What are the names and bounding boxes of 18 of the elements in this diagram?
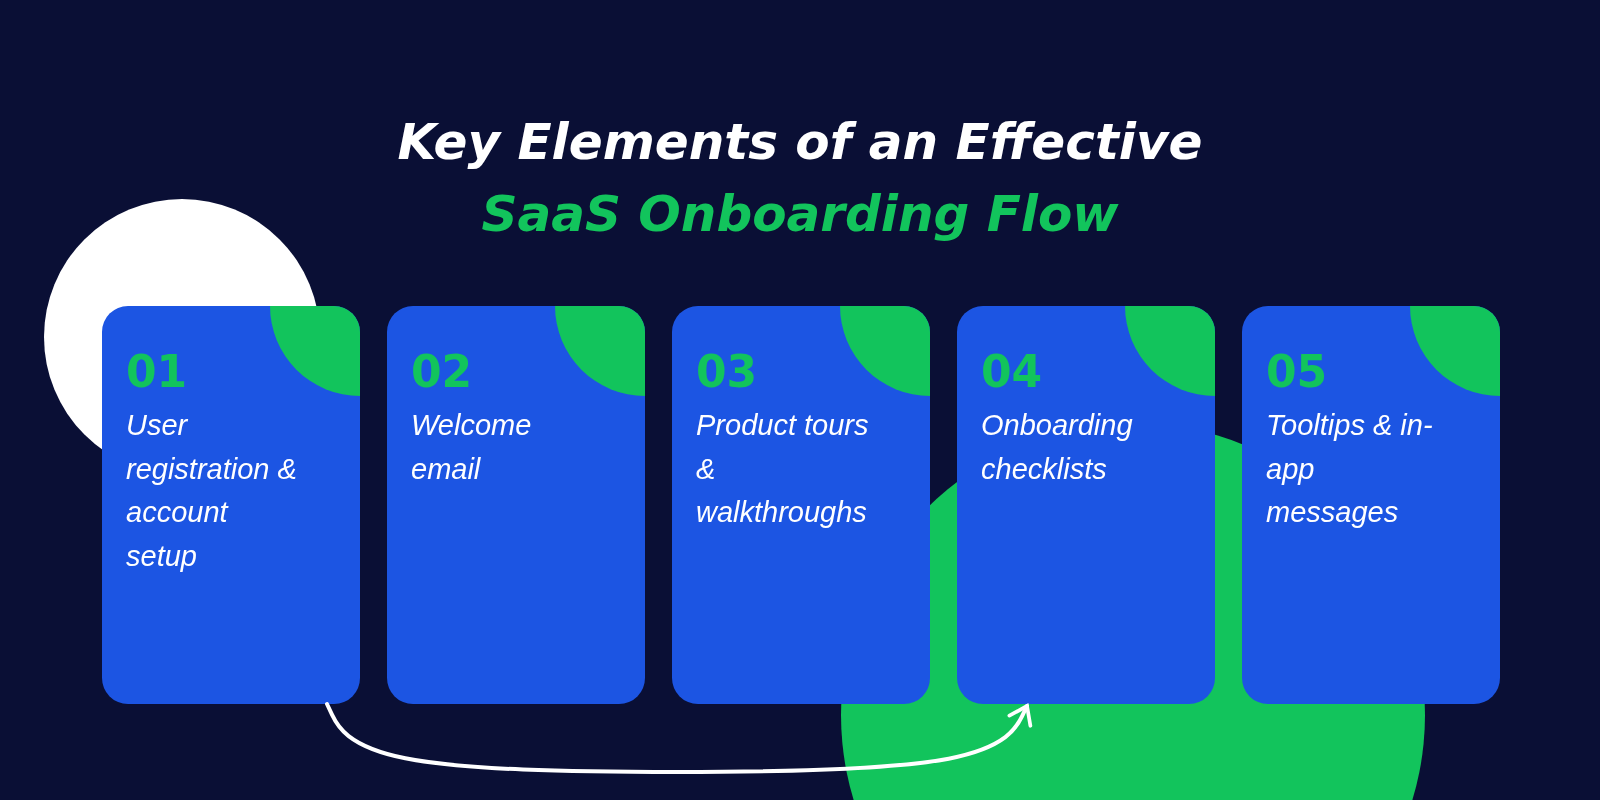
step-card <box>957 306 1215 704</box>
curved-arrow <box>325 702 1033 774</box>
step-text: User registration & account setup <box>126 408 298 574</box>
subtitle: SaaS Onboarding Flow <box>481 184 1119 244</box>
step-card <box>102 306 360 704</box>
step-card <box>672 306 930 704</box>
step-card <box>387 306 645 704</box>
step-card <box>1242 306 1500 704</box>
step-number: 04 <box>981 350 1043 394</box>
step-text: Welcome email <box>411 408 533 487</box>
step-number: 05 <box>1266 350 1328 394</box>
step-number: 02 <box>411 350 473 394</box>
step-number: 01 <box>126 350 188 394</box>
step-text: Product tours & walkthroughs <box>696 408 870 530</box>
step-number: 03 <box>696 350 758 394</box>
step-text: Onboarding checklists <box>981 408 1134 487</box>
title: Key Elements of an Effective <box>397 112 1203 172</box>
step-text: Tooltips & in-app messages <box>1266 408 1434 530</box>
